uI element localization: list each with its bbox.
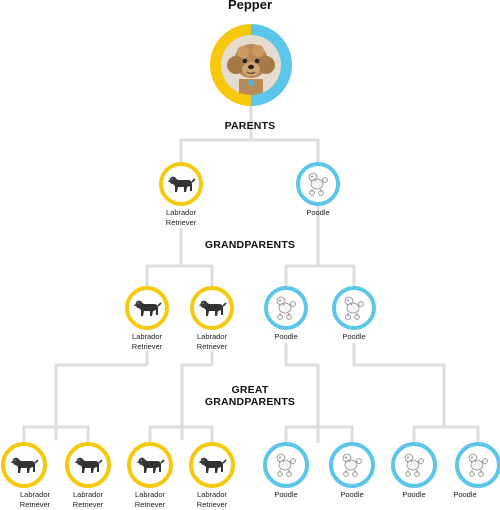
poodle-icon	[342, 453, 362, 477]
grandparents-node-4[interactable]	[332, 286, 376, 330]
parents-node-2[interactable]	[296, 162, 340, 206]
great-grandparents-node-1[interactable]	[1, 442, 47, 488]
breed-label-line: Poodle	[342, 332, 366, 341]
great-grandparents-node-5[interactable]	[263, 442, 309, 488]
breed-label-line: Poodle	[274, 490, 298, 499]
main-dog-portrait	[210, 24, 292, 106]
breed-label-line: Retriever	[134, 500, 166, 509]
labrador-icon	[133, 300, 162, 316]
great-grandparents-node-3[interactable]	[127, 442, 173, 488]
breed-label: Poodle	[379, 490, 449, 500]
breed-label-line: Retriever	[72, 500, 104, 509]
breed-label-line: Labrador	[134, 490, 166, 499]
breed-label-line: Retriever	[131, 342, 163, 351]
great-grandparents-node-4[interactable]	[189, 442, 235, 488]
labrador-icon	[74, 457, 103, 473]
poodle-icon	[344, 296, 364, 320]
breed-label-line: Poodle	[306, 208, 330, 217]
breed-label: Poodle	[317, 490, 387, 500]
labrador-icon	[198, 300, 227, 316]
breed-label: Poodle	[430, 490, 500, 500]
grandparents-node-1[interactable]	[125, 286, 169, 330]
doodle-dog-icon	[221, 35, 281, 95]
labrador-icon	[136, 457, 165, 473]
section-label-grandparents: GRANDPARENTS	[204, 239, 296, 251]
breed-label: Poodle	[251, 490, 321, 500]
breed-label: Poodle	[283, 208, 353, 218]
section-label-great-grandparents-line1: GREAT	[231, 384, 269, 396]
great-grandparents-node-2[interactable]	[65, 442, 111, 488]
breed-label-line: Labrador	[196, 490, 228, 499]
great-grandparents-node-7[interactable]	[391, 442, 437, 488]
breed-label-line: Retriever	[165, 218, 197, 227]
breed-label-line: Poodle	[402, 490, 426, 499]
section-label-great-grandparents-line2: GRANDPARENTS	[204, 396, 296, 408]
breed-label-line: Labrador	[19, 490, 51, 499]
grandparents-node-3[interactable]	[264, 286, 308, 330]
breed-label-line: Poodle	[340, 490, 364, 499]
poodle-icon	[276, 296, 296, 320]
breed-label-line: Poodle	[274, 332, 298, 341]
grandparents-node-2[interactable]	[190, 286, 234, 330]
great-grandparents-node-8[interactable]	[455, 442, 500, 488]
breed-label-line: Labrador	[72, 490, 104, 499]
poodle-icon	[404, 453, 424, 477]
breed-label-line: Retriever	[196, 500, 228, 509]
poodle-icon	[276, 453, 296, 477]
section-label-parents: PARENTS	[224, 120, 276, 132]
labrador-icon	[10, 457, 39, 473]
breed-label-line: Labrador	[165, 208, 197, 217]
breed-label-line: Retriever	[19, 500, 51, 509]
poodle-icon	[308, 172, 328, 196]
breed-label-line: Labrador	[131, 332, 163, 341]
dog-photo	[221, 35, 281, 95]
breed-label-line: Poodle	[453, 490, 477, 499]
poodle-icon	[468, 453, 488, 477]
breed-label-line: Retriever	[196, 342, 228, 351]
breed-label: Poodle	[251, 332, 321, 342]
breed-label-line: Labrador	[196, 332, 228, 341]
parents-node-1[interactable]	[159, 162, 203, 206]
labrador-icon	[198, 457, 227, 473]
breed-label: Poodle	[319, 332, 389, 342]
labrador-icon	[167, 176, 196, 192]
dog-name: Pepper	[227, 0, 273, 12]
great-grandparents-node-6[interactable]	[329, 442, 375, 488]
